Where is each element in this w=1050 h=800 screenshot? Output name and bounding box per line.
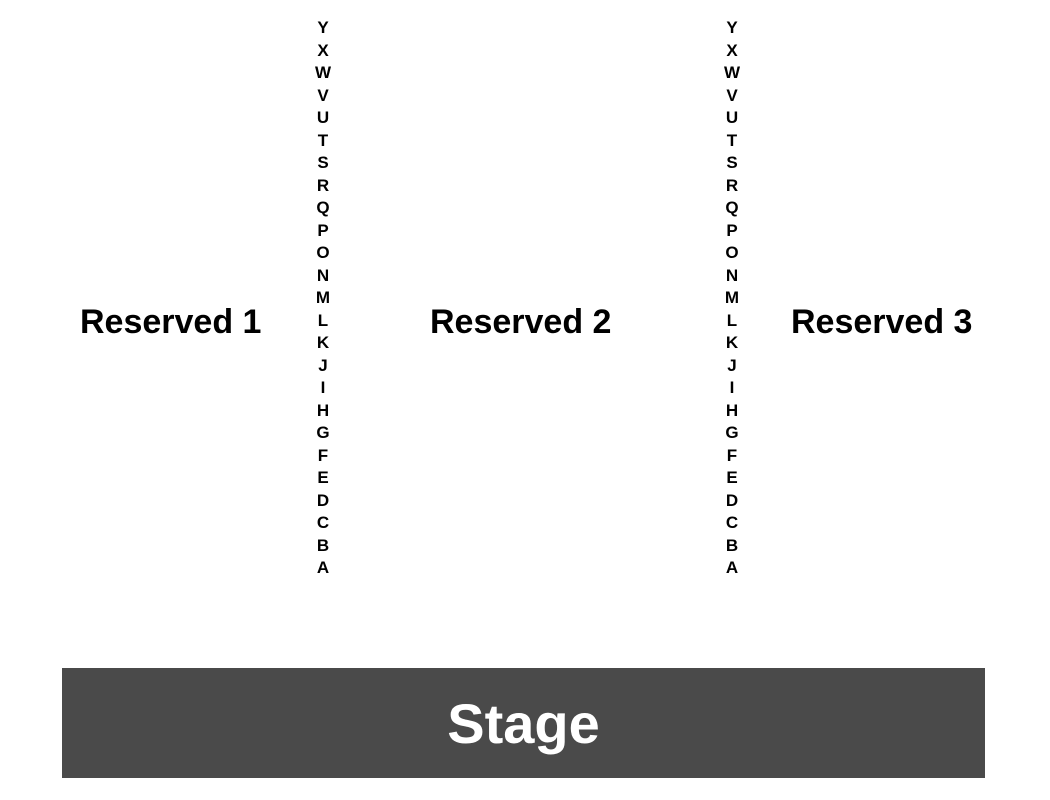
row-label-y: Y (317, 18, 329, 37)
row-label-j: J (727, 356, 737, 375)
row-label-q: Q (725, 198, 739, 217)
row-label-t: T (317, 131, 329, 150)
row-label-v: V (317, 86, 329, 105)
row-label-l: L (317, 311, 329, 330)
row-label-b: B (316, 536, 330, 555)
row-label-y: Y (726, 18, 738, 37)
row-label-b: B (725, 536, 739, 555)
row-label-n: N (316, 266, 330, 285)
row-label-u: U (725, 108, 739, 127)
row-label-x: X (726, 41, 738, 60)
row-label-k: K (316, 333, 330, 352)
row-label-t: T (726, 131, 738, 150)
row-label-g: G (316, 423, 330, 442)
row-label-a: A (316, 558, 330, 577)
row-label-o: O (316, 243, 330, 262)
row-label-r: R (725, 176, 739, 195)
row-label-i: I (729, 378, 735, 397)
section-reserved-3-label: Reserved 3 (791, 303, 973, 341)
row-label-s: S (726, 153, 738, 172)
row-label-f: F (726, 446, 738, 465)
row-label-i: I (320, 378, 326, 397)
row-label-n: N (725, 266, 739, 285)
row-label-v: V (726, 86, 738, 105)
row-label-p: P (317, 221, 329, 240)
row-label-q: Q (316, 198, 330, 217)
row-label-p: P (726, 221, 738, 240)
row-label-w: W (314, 63, 332, 82)
row-label-w: W (723, 63, 741, 82)
row-label-s: S (317, 153, 329, 172)
row-label-d: D (316, 491, 330, 510)
section-reserved-1-label: Reserved 1 (80, 303, 262, 341)
row-label-m: M (724, 288, 740, 307)
row-label-c: C (725, 513, 739, 532)
row-label-k: K (725, 333, 739, 352)
section-reserved-2-label: Reserved 2 (430, 303, 612, 341)
row-label-a: A (725, 558, 739, 577)
row-label-h: H (725, 401, 739, 420)
row-label-e: E (726, 468, 738, 487)
stage-label: Stage (447, 691, 600, 755)
row-label-c: C (316, 513, 330, 532)
row-label-m: M (315, 288, 331, 307)
row-label-r: R (316, 176, 330, 195)
row-label-u: U (316, 108, 330, 127)
stage: Stage (62, 668, 985, 778)
row-label-d: D (725, 491, 739, 510)
row-label-g: G (725, 423, 739, 442)
row-label-f: F (317, 446, 329, 465)
row-label-o: O (725, 243, 739, 262)
row-label-x: X (317, 41, 329, 60)
row-label-h: H (316, 401, 330, 420)
row-label-e: E (317, 468, 329, 487)
row-label-j: J (318, 356, 328, 375)
row-label-l: L (726, 311, 738, 330)
